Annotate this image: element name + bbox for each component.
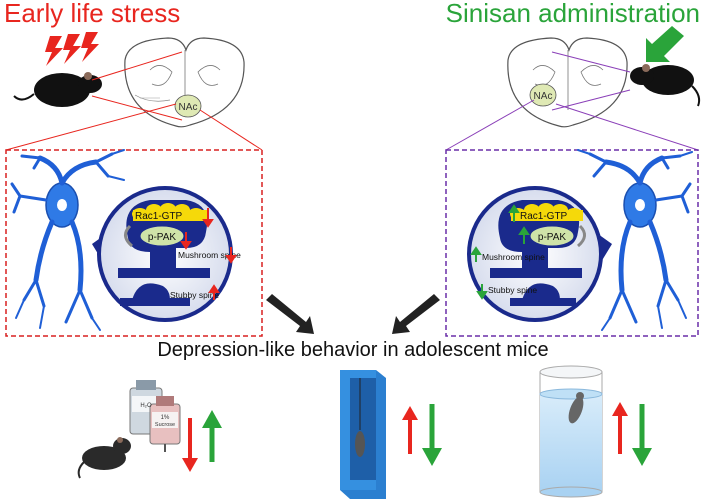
stubby-arrow-left	[208, 284, 220, 300]
ppak-oval-right	[529, 225, 575, 247]
mouse-icon-left	[13, 72, 102, 107]
stubby-arrow-right	[476, 284, 488, 300]
tail-suspension-box	[340, 370, 386, 499]
connector-lines-right	[445, 51, 699, 151]
sucrose-bottle-icon	[149, 396, 181, 452]
stubby-label-right: Stubby spine	[488, 285, 537, 295]
neuron-right	[577, 149, 693, 331]
molecule-arrows-left	[180, 208, 214, 250]
nac-label-right: NAc	[534, 91, 553, 102]
rac1-band-right	[511, 210, 583, 221]
panel-frame-left	[5, 149, 263, 337]
mouse-icon-sucrose	[77, 437, 131, 479]
sucrose-pct-label: 1%	[161, 415, 170, 421]
sucrose-label: Sucrose	[155, 422, 175, 428]
stubby-spine-shape-right	[510, 283, 576, 306]
nac-label-left: NAc	[179, 102, 198, 113]
converge-arrows	[266, 294, 440, 334]
rac1-label-left: Rac1-GTP	[135, 211, 183, 222]
connector-lines-left	[5, 51, 263, 151]
neuron-left	[10, 149, 125, 331]
stubby-spine-shape-left	[120, 283, 190, 306]
mushroom-arrow-right	[470, 246, 482, 262]
caption-depression-behavior: Depression-like behavior in adolescent m…	[157, 339, 549, 361]
mushroom-label-left: Mushroom spine	[178, 250, 241, 260]
mushroom-label-right: Mushroom spine	[482, 252, 545, 262]
ppak-label-left: p-PAK	[148, 232, 176, 243]
title-sinisan-administration: Sinisan administration	[445, 0, 700, 28]
arrow-up-down-swim	[612, 402, 652, 466]
panel-frame-right	[445, 149, 699, 337]
ppak-oval-left	[139, 225, 185, 247]
rac1-band-left	[133, 210, 207, 221]
cycle-arrow-left	[124, 224, 134, 248]
administration-arrow-icon	[646, 26, 684, 62]
brain-section-right	[507, 37, 628, 128]
mushroom-arrow-left	[225, 247, 237, 264]
molecule-arrows-right	[508, 204, 530, 244]
arrow-up-down-tail	[402, 404, 442, 466]
lightning-icon	[45, 32, 99, 66]
title-early-life-stress: Early life stress	[4, 0, 181, 28]
stubby-label-left: Stubby spine	[170, 290, 219, 300]
mouse-icon-right	[630, 64, 701, 107]
water-label: H₂O	[140, 403, 152, 409]
arrow-up-down-sucrose	[182, 410, 222, 472]
ppak-label-right: p-PAK	[538, 232, 566, 243]
forced-swim-cylinder	[539, 365, 603, 498]
rac1-label-right: Rac1-GTP	[520, 211, 568, 222]
cycle-arrow-right	[576, 224, 586, 248]
